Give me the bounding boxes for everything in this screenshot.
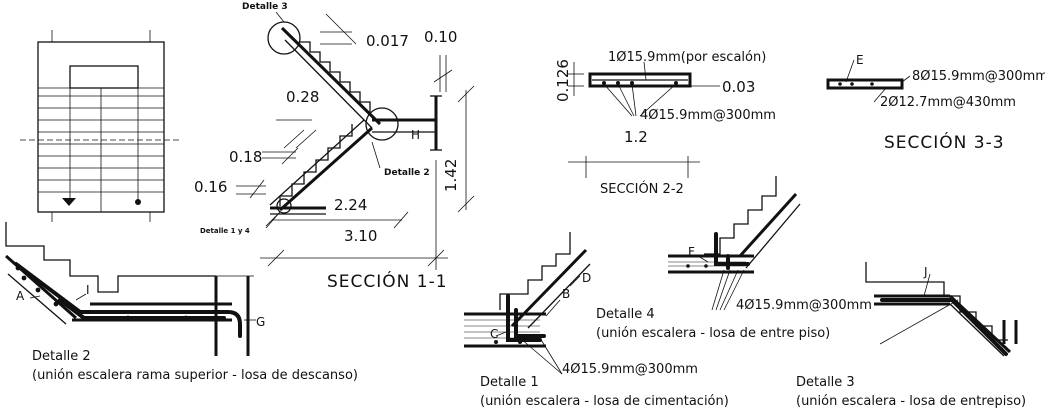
det4-label-f: F <box>688 245 695 259</box>
det1-label-d: D <box>582 271 591 285</box>
detail-1: C B D 4Ø15.9mm@300mm Detalle 1 (unión es… <box>464 232 729 409</box>
det2-subcaption: (unión escalera rama superior - losa de … <box>32 368 358 383</box>
detail-3: J Detalle 3 (unión escalera - losa de en… <box>796 262 1026 409</box>
det2-label-a: A <box>16 289 25 303</box>
det4-caption: Detalle 4 <box>596 307 655 322</box>
detail-1-4-callout <box>276 198 292 214</box>
dim-0-017: 0.017 <box>366 32 409 50</box>
sec22-bar-bottom: 4Ø15.9mm@300mm <box>640 108 776 123</box>
section-2-2-title: SECCIÓN 2-2 <box>600 181 684 197</box>
section-2-2: 1Ø15.9mm(por escalón) 4Ø15.9mm@300mm 0.0… <box>554 50 776 197</box>
sec22-dim-0-126: 0.126 <box>554 59 572 102</box>
det2-caption: Detalle 2 <box>32 349 91 364</box>
dim-1-42: 1.42 <box>442 159 460 192</box>
section-1-1: Detalle 3 Detalle 2 Detalle 1 y 4 H 0.01… <box>194 2 475 292</box>
section-3-3-title: SECCIÓN 3-3 <box>884 131 1005 153</box>
section-3-3: E 8Ø15.9mm@300mm 2Ø12.7mm@430mm SECCIÓN … <box>826 53 1045 153</box>
dim-0-16: 0.16 <box>194 178 227 196</box>
sec22-dim-1-2: 1.2 <box>624 128 648 146</box>
det3-label-j: J <box>923 265 928 279</box>
detail-3-callout <box>267 21 301 55</box>
label-h: H <box>411 128 420 142</box>
det4-subcaption: (unión escalera - losa de entre piso) <box>596 326 830 341</box>
sec33-bar-top: 8Ø15.9mm@300mm <box>912 69 1045 84</box>
arrow-down-icon <box>62 198 76 206</box>
det1-caption: Detalle 1 <box>480 375 539 390</box>
det1-label-c: C <box>490 327 498 341</box>
det2-label-g: G <box>256 315 265 329</box>
dim-0-18: 0.18 <box>229 148 262 166</box>
detail-4: F 4Ø15.9mm@300mm Detalle 4 (unión escale… <box>596 176 872 341</box>
section-1-1-title: SECCIÓN 1-1 <box>327 270 448 292</box>
sec33-label-e: E <box>856 53 864 67</box>
detail-2-callout <box>365 107 399 141</box>
det1-subcaption: (unión escalera - losa de cimentación) <box>480 394 729 409</box>
dim-0-10: 0.10 <box>424 28 457 46</box>
det2-label-i: I <box>86 283 90 297</box>
arrow-up-dot-icon <box>135 199 141 205</box>
det1-label-b: B <box>562 287 570 301</box>
dim-3-10: 3.10 <box>344 227 377 245</box>
dim-0-28: 0.28 <box>286 88 319 106</box>
det3-subcaption: (unión escalera - losa de entrepiso) <box>796 394 1026 409</box>
label-detalle-1-4: Detalle 1 y 4 <box>200 227 250 235</box>
sec22-bar-top: 1Ø15.9mm(por escalón) <box>608 50 766 65</box>
label-detalle-2: Detalle 2 <box>384 168 430 178</box>
dim-2-24: 2.24 <box>334 196 367 214</box>
sec33-bar-bottom: 2Ø12.7mm@430mm <box>880 95 1016 110</box>
detail-2: A I G Detalle 2 (unión escalera rama sup… <box>5 222 358 383</box>
det3-caption: Detalle 3 <box>796 375 855 390</box>
sec22-dim-0-03: 0.03 <box>722 78 755 96</box>
label-detalle-3: Detalle 3 <box>242 2 288 12</box>
det4-bar: 4Ø15.9mm@300mm <box>736 298 872 313</box>
stair-plan <box>20 30 180 222</box>
det1-bar: 4Ø15.9mm@300mm <box>562 362 698 377</box>
